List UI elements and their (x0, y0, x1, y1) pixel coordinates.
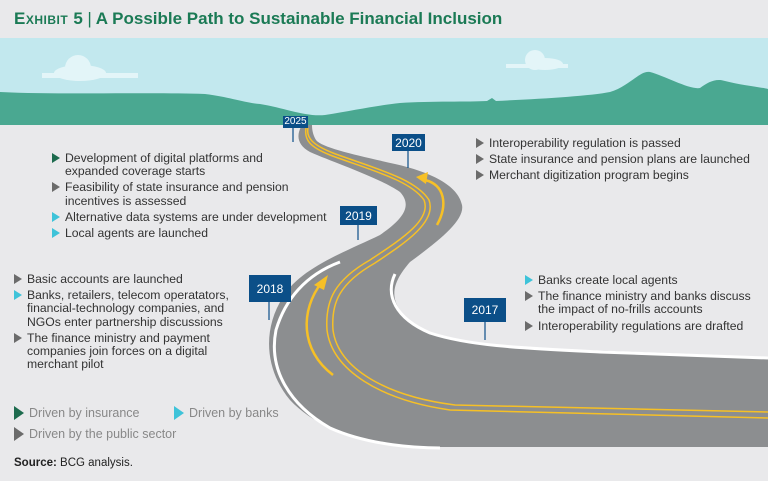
year-label-2017: 2017 (464, 298, 506, 322)
center-line (304, 127, 768, 419)
legend-label: Driven by the public sector (29, 427, 177, 441)
milestone-item: Basic accounts are launched (14, 272, 254, 286)
year-pins (268, 126, 486, 340)
arrow-head-icon (416, 172, 428, 184)
legend-label: Driven by banks (189, 406, 279, 420)
milestone-text: Banks create local agents (538, 273, 678, 287)
public-sector-legend-icon (14, 427, 24, 441)
banks-bullet-icon (525, 275, 533, 285)
road-edge-line (272, 260, 441, 450)
public-sector-bullet-icon (52, 182, 60, 193)
milestone-text: Basic accounts are launched (27, 272, 183, 286)
arrow-head-icon (314, 275, 328, 290)
milestone-text: Interoperability regulations are drafted (538, 318, 744, 333)
milestone-text: Banks, retailers, telecom operatators, f… (27, 288, 229, 329)
year-label-2020: 2020 (392, 134, 425, 151)
legend-insurance: Driven by insurance (14, 406, 139, 423)
milestone-item: State insurance and pension plans are la… (476, 153, 766, 166)
public-sector-bullet-icon (14, 274, 22, 284)
milestones-2017: Banks create local agents The finance mi… (525, 273, 765, 336)
public-sector-bullet-icon (525, 291, 533, 302)
year-label-2018: 2018 (249, 275, 291, 302)
milestone-text: The finance ministry and banks discuss t… (538, 289, 751, 317)
milestone-text: Feasibility of state insurance and pensi… (65, 180, 289, 208)
milestone-text: Alternative data systems are under devel… (65, 209, 327, 224)
cloud-icon (42, 55, 138, 81)
milestone-text: Local agents are launched (65, 226, 208, 241)
legend-label: Driven by insurance (29, 406, 140, 420)
public-sector-bullet-icon (476, 138, 484, 148)
public-sector-bullet-icon (14, 332, 22, 343)
center-line (306, 127, 768, 413)
public-sector-bullet-icon (476, 170, 484, 181)
road-edge-line (389, 273, 768, 360)
milestone-text: Development of digital platforms and exp… (65, 151, 263, 179)
milestone-item: Banks create local agents (525, 273, 765, 287)
milestone-item: Development of digital platforms and exp… (52, 151, 342, 179)
banks-bullet-icon (52, 211, 60, 222)
legend-public-sector: Driven by the public sector (14, 427, 176, 444)
milestones-2020: Interoperability regulation is passed St… (476, 136, 766, 186)
direction-arrow (424, 178, 445, 226)
milestone-text: State insurance and pension plans are la… (489, 152, 750, 167)
milestone-text: Interoperability regulation is passed (489, 136, 681, 150)
legend-banks: Driven by banks (174, 406, 279, 423)
cloud-icon (506, 50, 568, 70)
milestones-2019: Development of digital platforms and exp… (52, 151, 342, 243)
insurance-bullet-icon (52, 153, 60, 163)
milestone-item: The finance ministry and payment compani… (14, 330, 232, 372)
milestone-item: Alternative data systems are under devel… (52, 209, 342, 224)
hills (0, 71, 768, 125)
milestone-item: Feasibility of state insurance and pensi… (52, 181, 305, 207)
insurance-legend-icon (14, 406, 24, 420)
source-note: Source: BCG analysis. (14, 457, 133, 469)
title-text: A Possible Path to Sustainable Financial… (95, 9, 503, 28)
milestone-item: Local agents are launched (52, 226, 342, 241)
exhibit-title: Exhibit 5|A Possible Path to Sustainable… (14, 9, 503, 28)
year-label-2019: 2019 (340, 206, 377, 225)
banks-legend-icon (174, 406, 184, 420)
road (269, 125, 768, 447)
milestone-item: Interoperability regulation is passed (476, 136, 766, 150)
exhibit-number: Exhibit 5 (14, 9, 84, 28)
source-label: Source: (14, 457, 57, 469)
banks-bullet-icon (52, 228, 60, 239)
milestone-item: Interoperability regulations are drafted (525, 318, 765, 333)
source-text: BCG analysis. (60, 457, 133, 469)
milestone-item: The finance ministry and banks discuss t… (525, 290, 765, 316)
milestone-text: Merchant digitization program begins (489, 168, 689, 183)
milestones-2018: Basic accounts are launched Banks, retai… (14, 272, 254, 374)
year-label-2025: 2025 (283, 116, 308, 128)
direction-arrow (305, 281, 334, 376)
milestone-item: Banks, retailers, telecom operatators, f… (14, 289, 254, 329)
public-sector-bullet-icon (476, 154, 484, 165)
public-sector-bullet-icon (525, 320, 533, 331)
milestone-item: Merchant digitization program begins (476, 169, 766, 182)
banks-bullet-icon (14, 290, 22, 301)
milestone-text: The finance ministry and payment compani… (27, 330, 210, 372)
